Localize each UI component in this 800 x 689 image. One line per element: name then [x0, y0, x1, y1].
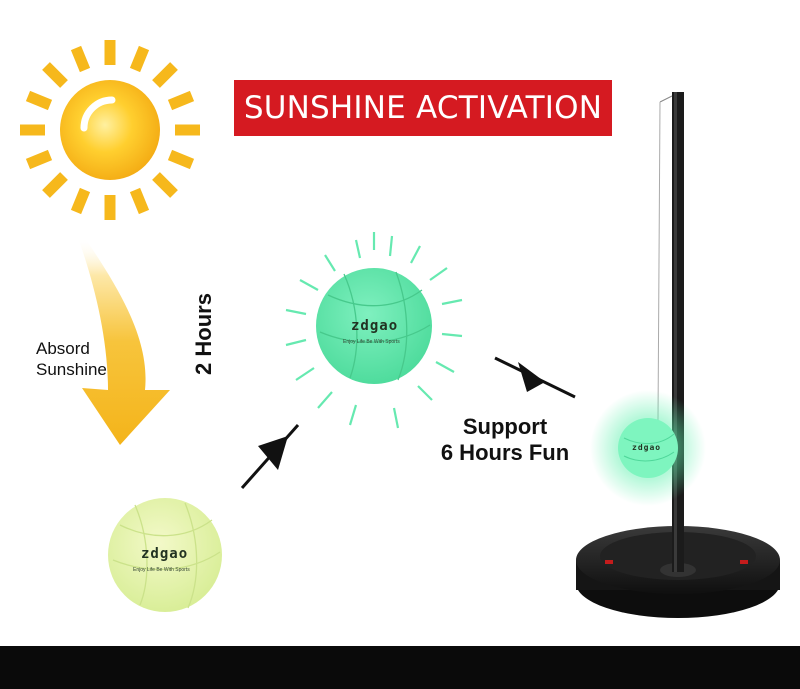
duration-label-wrap: 2 Hours [191, 286, 216, 382]
banner-title: SUNSHINE ACTIVATION [243, 90, 603, 126]
tetherball-stand [576, 92, 780, 618]
absorb-line-2: Sunshine [36, 360, 107, 379]
arrow-icon [494, 356, 576, 399]
ball-logo: zdgao [632, 443, 662, 452]
ball-tagline: Enjoy Life Be With Sports [343, 339, 400, 345]
title-banner: SUNSHINE ACTIVATION [234, 80, 612, 136]
support-line-2: 6 Hours Fun [440, 440, 570, 465]
glowing-ball [316, 268, 432, 384]
bottom-bar [0, 646, 800, 689]
support-label: Support 6 Hours Fun [420, 414, 590, 466]
hanging-glow-ball [590, 390, 706, 506]
ball-tagline: Enjoy Life Be With Sports [133, 567, 190, 573]
duration-label: 2 Hours [191, 293, 216, 375]
ball-logo: zdgao [141, 546, 189, 562]
support-line-1: Support [462, 414, 548, 439]
glow-rays [285, 232, 463, 429]
absorb-label: Absord Sunshine [36, 338, 107, 380]
pale-ball [108, 498, 222, 612]
sun-icon [20, 40, 200, 220]
ball-logo: zdgao [351, 318, 399, 334]
arrow-icon [78, 238, 170, 445]
arrow-icon [240, 424, 300, 489]
absorb-line-1: Absord [36, 339, 90, 358]
